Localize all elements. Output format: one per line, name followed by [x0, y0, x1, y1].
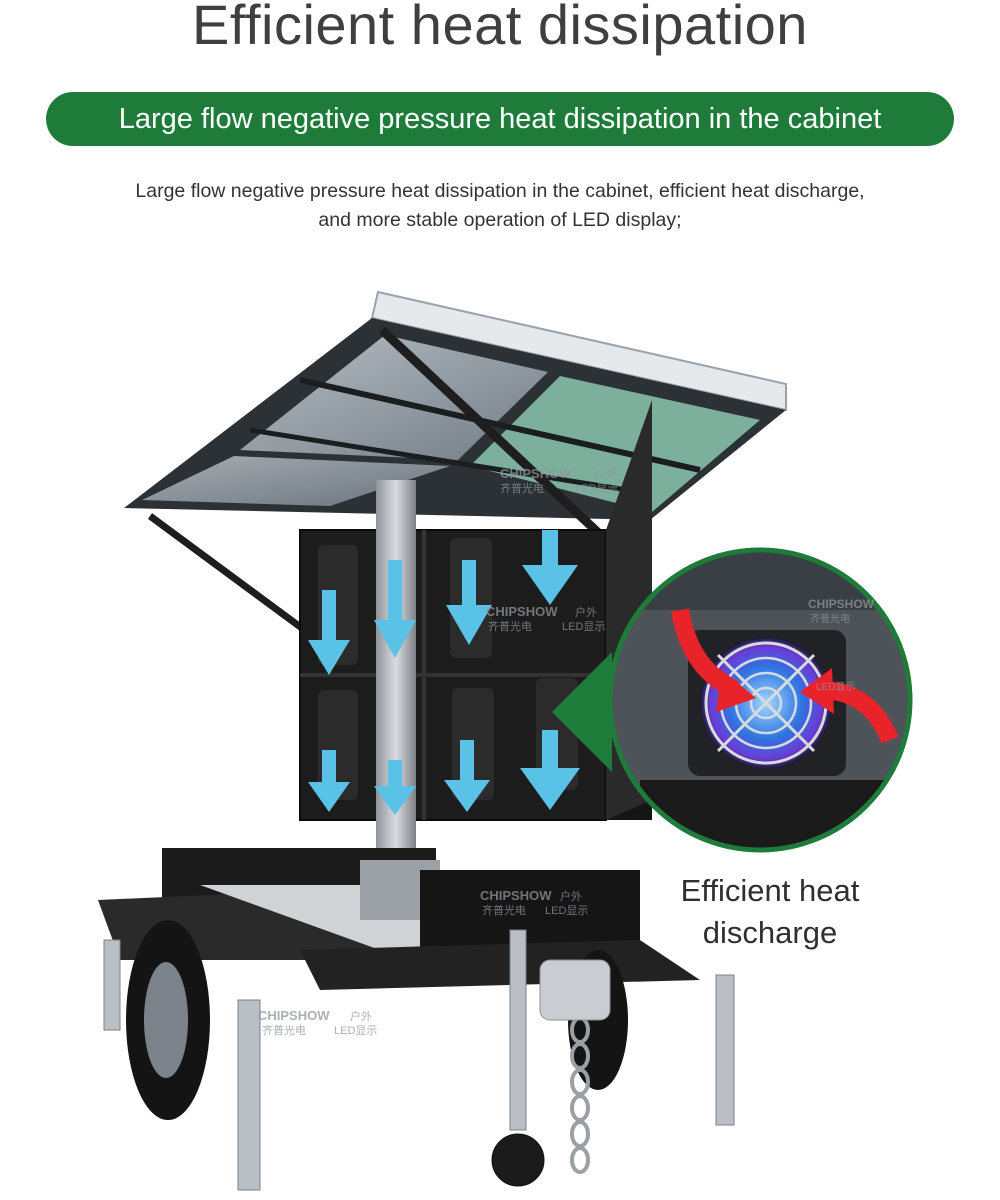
watermark-cn-left: 齐普光电 [488, 619, 532, 633]
watermark-brand: CHIPSHOW [808, 597, 875, 611]
solar-panel [124, 290, 787, 520]
down-arrow-icon [308, 590, 350, 675]
description: Large flow negative pressure heat dissip… [40, 177, 960, 235]
down-arrow-icon [520, 730, 580, 810]
down-arrow-icon [308, 750, 350, 812]
page-title: Efficient heat dissipation [192, 0, 808, 56]
support-struts [147, 326, 610, 643]
product-illustration: CHIPSHOW 齐普光电 户外 LED显示 CHIPSHOW 齐普光电 户外 … [98, 290, 913, 1191]
down-arrow-icon [522, 530, 578, 605]
description-line-2: and more stable operation of LED display… [318, 209, 682, 231]
watermark-cn-right2: LED显示 [545, 904, 588, 917]
description-line-1: Large flow negative pressure heat dissip… [135, 180, 865, 202]
watermark-cn-right2: LED显示 [575, 482, 618, 495]
down-arrow-icon [446, 560, 492, 645]
down-arrow-icon [374, 560, 416, 658]
tow-hitch [539, 959, 611, 1021]
watermark-brand: CHIPSHOW [480, 888, 552, 903]
watermark-cn-right2: LED显示 [816, 681, 855, 693]
down-arrow-icon [374, 760, 416, 815]
watermark-brand: CHIPSHOW [258, 1008, 330, 1023]
watermark-cn-left: 齐普光电 [810, 612, 850, 625]
fan-caption: Efficient heat discharge [640, 870, 900, 954]
curved-arrow-icon [800, 668, 899, 744]
subtitle-banner: Large flow negative pressure heat dissip… [46, 92, 954, 146]
fan-caption-line-1: Efficient heat [680, 873, 860, 908]
trailer [98, 848, 700, 1120]
watermark-cn-right: 户外 [350, 1009, 372, 1023]
watermark-cn-left: 齐普光电 [482, 903, 526, 917]
watermark-brand: CHIPSHOW [500, 466, 572, 481]
tow-chain [570, 1016, 590, 1174]
watermark-cn-right: 户外 [575, 605, 597, 619]
watermarks: CHIPSHOW 齐普光电 户外 LED显示 CHIPSHOW 齐普光电 户外 … [258, 466, 875, 1037]
stabilizer-legs [103, 929, 735, 1191]
airflow-arrows [308, 530, 580, 815]
fan-icon [688, 630, 846, 776]
watermark-cn-right2: LED显示 [562, 620, 605, 633]
watermark-cn-right: 户外 [595, 467, 617, 481]
watermark-brand: CHIPSHOW [486, 604, 558, 619]
curved-arrow-icon [671, 608, 756, 712]
watermark-cn-right2: LED显示 [334, 1024, 377, 1037]
down-arrow-icon [444, 740, 490, 812]
watermark-cn-right: 户外 [560, 889, 582, 903]
callout-pointer [552, 652, 612, 772]
watermark-cn-left: 齐普光电 [262, 1023, 306, 1037]
watermark-cn-left: 齐普光电 [500, 481, 544, 495]
fan-caption-line-2: discharge [702, 915, 838, 950]
subtitle-banner-text: Large flow negative pressure heat dissip… [118, 103, 882, 135]
